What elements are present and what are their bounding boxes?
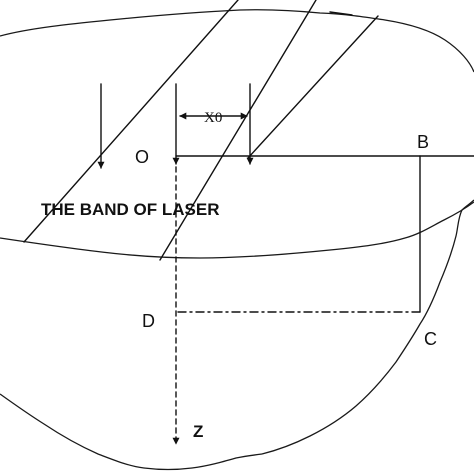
label-axis-z: Z [193,422,203,441]
top-tick-mark [329,11,353,16]
label-point-b: B [417,132,429,152]
laser-band-lower-edge [0,201,474,259]
sample-top-boundary [0,9,474,73]
laser-diagonal-line-1 [23,0,239,243]
label-x0: X0 [204,110,222,126]
label-point-d: D [142,311,155,331]
laser-diagonal-line-3 [247,15,379,159]
label-laser-band: THE BAND OF LASER [41,200,220,219]
laser-diagonal-line-2 [159,0,317,261]
label-origin: O [135,147,149,167]
sample-right-boundary [261,199,474,455]
label-point-c: C [424,329,437,349]
sample-bottom-boundary [0,393,263,471]
